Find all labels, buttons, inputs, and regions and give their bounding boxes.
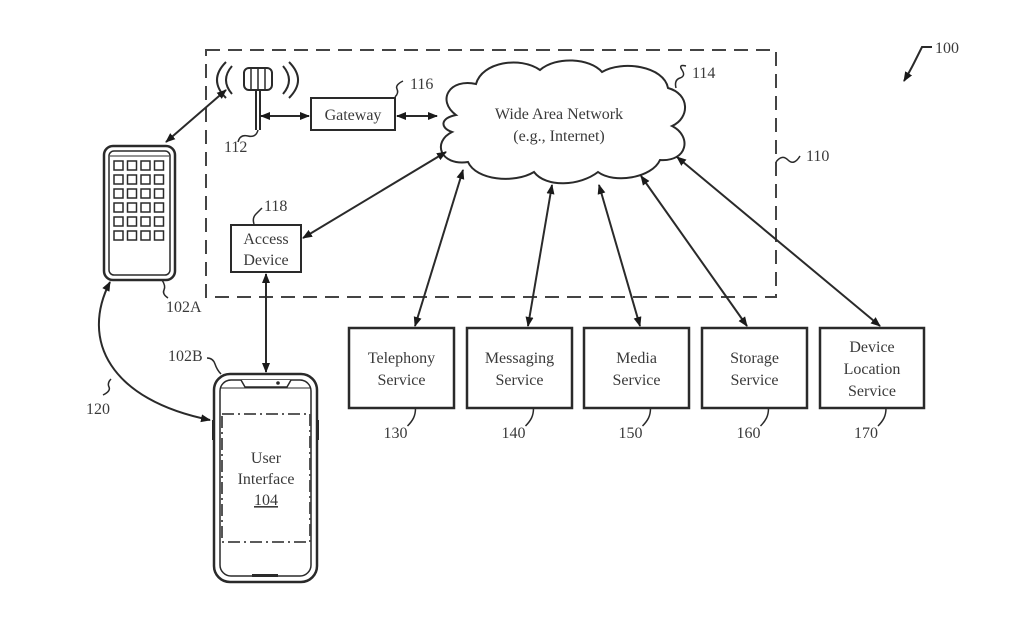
arrow-access-wan bbox=[302, 151, 447, 239]
app-icon bbox=[126, 202, 138, 213]
ui-label-ref: 104 bbox=[254, 492, 278, 509]
link-120 bbox=[97, 281, 211, 423]
service-label-line: Location bbox=[844, 361, 901, 378]
access-device-box bbox=[230, 224, 302, 273]
leader-170 bbox=[877, 407, 887, 427]
arrow-wan-telephony bbox=[413, 169, 465, 327]
leader-112 bbox=[237, 129, 259, 143]
service-box bbox=[818, 326, 926, 410]
leader-116 bbox=[394, 80, 404, 98]
service-label-line: Media bbox=[616, 350, 657, 367]
app-icon bbox=[113, 160, 124, 171]
app-icon bbox=[140, 174, 151, 185]
app-icon bbox=[140, 202, 151, 213]
arrow-wan-storage bbox=[640, 175, 748, 327]
app-icon bbox=[140, 188, 151, 199]
leader-120 bbox=[102, 378, 112, 396]
app-icon bbox=[126, 160, 138, 171]
service-box bbox=[700, 326, 809, 410]
ref-114: 114 bbox=[692, 65, 715, 82]
app-icon bbox=[113, 188, 124, 199]
ui-label-line1: User bbox=[251, 450, 282, 467]
app-icon bbox=[140, 216, 151, 227]
ref-102a: 102A bbox=[166, 299, 202, 316]
arrow-device-a-tower bbox=[165, 89, 227, 143]
service-box bbox=[347, 326, 456, 410]
leader-118 bbox=[252, 207, 263, 225]
gateway-box bbox=[310, 97, 396, 131]
service-label-line: Messaging bbox=[485, 350, 554, 367]
service-label-line: Service bbox=[848, 383, 896, 400]
app-icon bbox=[113, 174, 124, 185]
arrow-wan-location bbox=[676, 156, 881, 327]
device-102b bbox=[212, 372, 319, 584]
service-label-line: Service bbox=[378, 372, 426, 389]
access-device-line2: Device bbox=[243, 252, 288, 269]
ref-112: 112 bbox=[224, 139, 247, 156]
app-icon bbox=[140, 230, 151, 241]
service-box bbox=[465, 326, 574, 410]
service-label-line: Service bbox=[613, 372, 661, 389]
ui-label-line2: Interface bbox=[238, 471, 295, 488]
ref-116: 116 bbox=[410, 76, 433, 93]
leader-150 bbox=[641, 407, 652, 427]
service-box bbox=[582, 326, 691, 410]
ref-130: 130 bbox=[384, 425, 408, 442]
app-icon bbox=[113, 216, 124, 227]
service-label-line: Device bbox=[849, 339, 894, 356]
app-icon bbox=[153, 188, 165, 199]
cell-tower-icon bbox=[216, 61, 299, 130]
ref-140: 140 bbox=[502, 425, 526, 442]
app-icon bbox=[153, 230, 165, 241]
app-icon bbox=[126, 188, 138, 199]
service-label-line: Service bbox=[496, 372, 544, 389]
gateway-label: Gateway bbox=[325, 107, 382, 124]
app-icon bbox=[153, 174, 165, 185]
service-label-line: Service bbox=[731, 372, 779, 389]
leader-114 bbox=[674, 64, 687, 89]
figure-pointer bbox=[903, 46, 932, 82]
leader-160 bbox=[759, 407, 770, 427]
ref-150: 150 bbox=[619, 425, 643, 442]
leader-102b bbox=[206, 357, 222, 375]
arrow-wan-media bbox=[597, 184, 642, 327]
app-icon bbox=[126, 216, 138, 227]
app-icon bbox=[140, 160, 151, 171]
wan-cloud bbox=[440, 59, 686, 185]
app-icon bbox=[153, 202, 165, 213]
app-icon bbox=[153, 160, 165, 171]
service-label-line: Telephony bbox=[368, 350, 435, 367]
leader-102a bbox=[161, 279, 169, 299]
wan-label-line2: (e.g., Internet) bbox=[513, 128, 605, 145]
wan-label-line1: Wide Area Network bbox=[495, 106, 623, 123]
app-icon bbox=[153, 216, 165, 227]
leader-140 bbox=[524, 407, 535, 427]
service-label-line: Storage bbox=[730, 350, 779, 367]
app-icon bbox=[113, 202, 124, 213]
app-icon bbox=[126, 174, 138, 185]
device-102a bbox=[102, 144, 177, 282]
ref-118: 118 bbox=[264, 198, 287, 215]
arrow-wan-messaging bbox=[525, 184, 555, 327]
access-device-line1: Access bbox=[243, 231, 288, 248]
user-interface-region bbox=[221, 413, 311, 543]
ref-160: 160 bbox=[737, 425, 761, 442]
ref-120: 120 bbox=[86, 401, 110, 418]
app-icon bbox=[126, 230, 138, 241]
ref-170: 170 bbox=[854, 425, 878, 442]
leader-110 bbox=[775, 155, 801, 163]
ref-102b: 102B bbox=[168, 348, 203, 365]
ref-100: 100 bbox=[935, 40, 959, 57]
leader-130 bbox=[406, 407, 417, 427]
app-icon bbox=[113, 230, 124, 241]
ref-110: 110 bbox=[806, 148, 829, 165]
